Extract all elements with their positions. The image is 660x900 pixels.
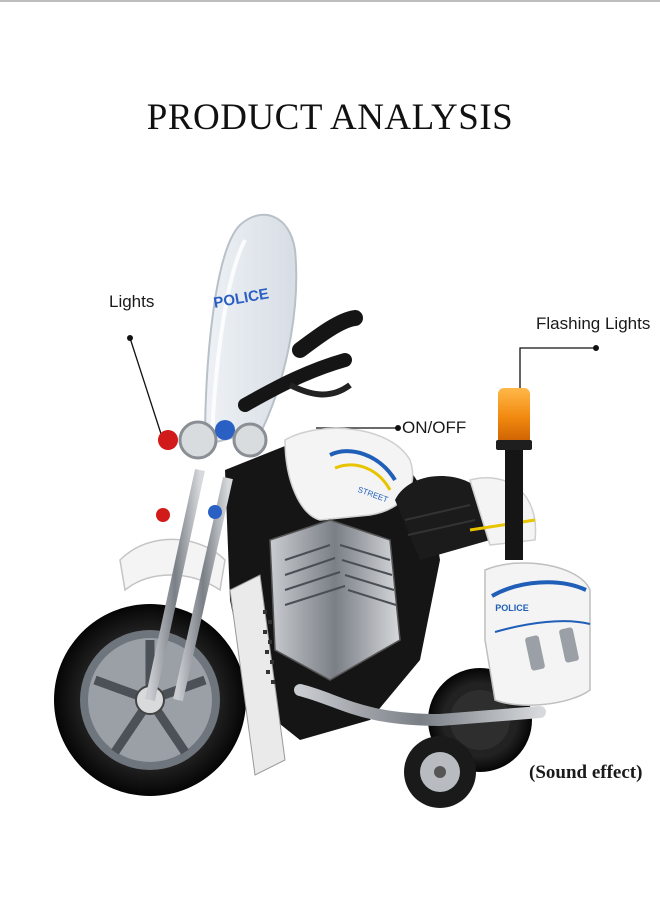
windshield: POLICE bbox=[203, 213, 298, 447]
headlights bbox=[156, 420, 268, 522]
top-divider bbox=[0, 0, 660, 2]
saddlebag: POLICE bbox=[484, 562, 591, 706]
training-wheel bbox=[404, 736, 476, 808]
checkered-panel bbox=[229, 574, 286, 776]
page-title: PRODUCT ANALYSIS bbox=[146, 97, 514, 138]
engine bbox=[269, 519, 401, 681]
callout-lines bbox=[127, 335, 599, 441]
motorcycle-body: STREET bbox=[225, 427, 546, 740]
flashing-lights-label: Flashing Lights bbox=[536, 314, 651, 333]
on-off-label: ON/OFF bbox=[402, 418, 467, 437]
red-light-icon bbox=[158, 430, 178, 450]
red-light-icon bbox=[156, 508, 170, 522]
sound-effect-label: (Sound effect) bbox=[529, 762, 643, 783]
blue-light-icon bbox=[215, 420, 235, 440]
front-fender bbox=[119, 538, 226, 592]
saddlebag-police-text: POLICE bbox=[495, 603, 529, 613]
handlebars bbox=[238, 310, 363, 412]
blue-light-icon bbox=[208, 505, 222, 519]
flashing-light-beacon bbox=[496, 388, 532, 560]
lights-label: Lights bbox=[109, 292, 155, 311]
